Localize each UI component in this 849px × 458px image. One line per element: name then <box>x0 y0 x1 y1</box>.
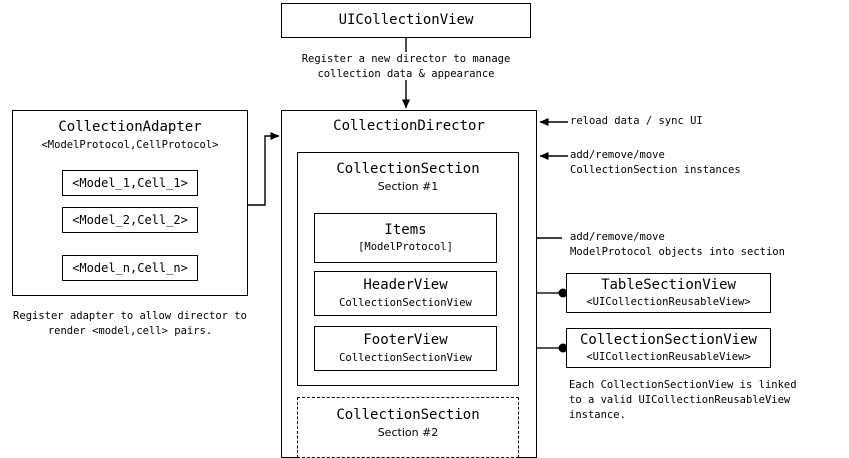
node-headerview-subtitle: CollectionSectionView <box>339 296 472 309</box>
node-tablesectionview-subtitle: <UICollectionReusableView> <box>586 296 751 309</box>
note-reload-data: reload data / sync UI <box>570 115 703 127</box>
node-footerview-title: FooterView <box>363 332 448 349</box>
node-collectiondirector-title: CollectionDirector <box>333 118 485 134</box>
node-collectionsection-2-subtitle: Section #2 <box>377 425 439 439</box>
node-headerview[interactable]: HeaderView CollectionSectionView <box>314 271 497 316</box>
node-items-subtitle: [ModelProtocol] <box>358 241 453 254</box>
adapter-pair-1-label: <Model_1,Cell_1> <box>72 175 188 190</box>
node-items[interactable]: Items [ModelProtocol] <box>314 213 497 263</box>
node-tablesectionview[interactable]: TableSectionView <UICollectionReusableVi… <box>566 273 771 313</box>
node-collectionsection-1-subtitle: Section #1 <box>377 179 439 193</box>
node-footerview[interactable]: FooterView CollectionSectionView <box>314 326 497 371</box>
adapter-pair-2-label: <Model_2,Cell_2> <box>72 212 188 227</box>
adapter-pair-n[interactable]: <Model_n,Cell_n> <box>62 255 198 281</box>
adapter-pair-2[interactable]: <Model_2,Cell_2> <box>62 207 198 233</box>
node-uicollectionview[interactable]: UICollectionView <box>281 3 531 38</box>
wire-adapter-to-director <box>248 132 280 206</box>
note-register-director: Register a new director to manage collec… <box>301 53 511 81</box>
node-collectionsectionview-title: CollectionSectionView <box>579 331 757 348</box>
adapter-pair-n-label: <Model_n,Cell_n> <box>72 260 188 275</box>
node-collectionsection-1-title: CollectionSection <box>336 161 480 177</box>
note-register-adapter: Register adapter to allow director to re… <box>13 310 247 338</box>
node-collectionsectionview[interactable]: CollectionSectionView <UICollectionReusa… <box>566 328 771 368</box>
node-collectionadapter-title: CollectionAdapter <box>58 119 202 135</box>
node-tablesectionview-title: TableSectionView <box>601 276 736 293</box>
node-collectionadapter-subtitle: <ModelProtocol,CellProtocol> <box>41 138 219 151</box>
node-collectionsection-2[interactable]: CollectionSection Section #2 <box>297 397 519 458</box>
node-collectionsectionview-subtitle: <UICollectionReusableView> <box>586 351 751 364</box>
note-reusable-view-footnote: Each CollectionSectionView is linked to … <box>569 379 797 422</box>
node-footerview-subtitle: CollectionSectionView <box>339 351 472 364</box>
note-add-remove-items: add/remove/move ModelProtocol objects in… <box>570 231 785 259</box>
adapter-pair-1[interactable]: <Model_1,Cell_1> <box>62 170 198 196</box>
node-collectionsection-2-title: CollectionSection <box>336 407 480 423</box>
node-headerview-title: HeaderView <box>363 277 448 294</box>
note-add-remove-sections: add/remove/move CollectionSection instan… <box>570 149 741 177</box>
node-items-title: Items <box>384 221 427 238</box>
node-uicollectionview-title: UICollectionView <box>338 11 474 28</box>
